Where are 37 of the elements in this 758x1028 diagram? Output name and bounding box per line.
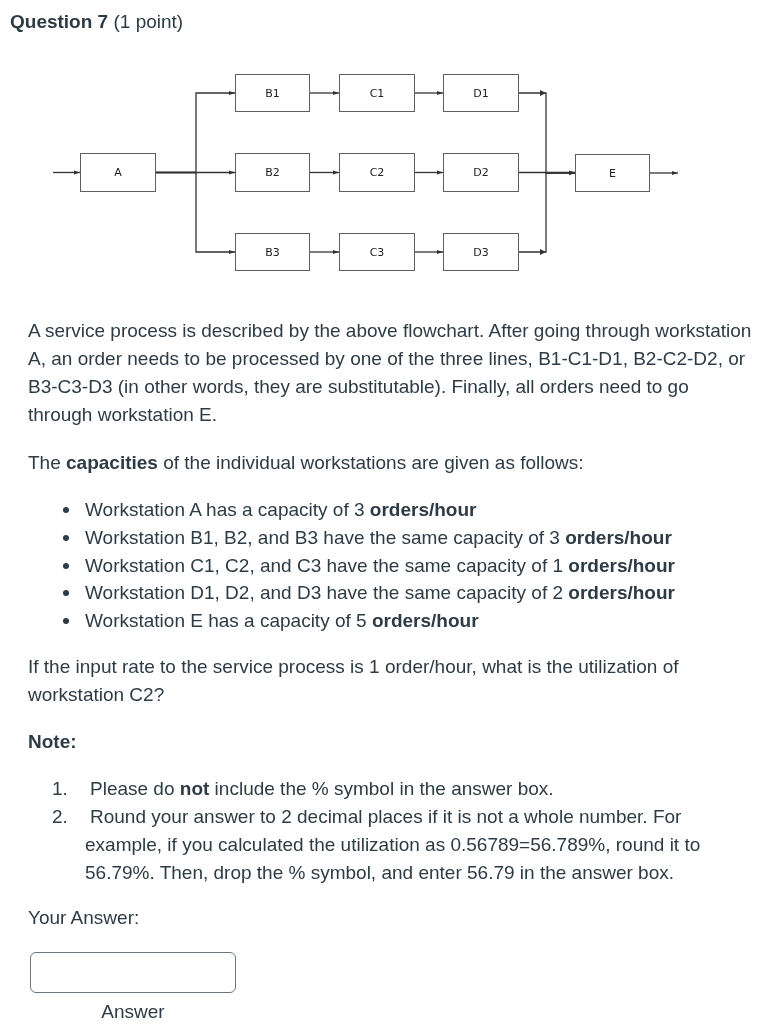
workstation-box: C1: [339, 74, 415, 112]
workstation-box: A: [80, 153, 156, 192]
list-item-text: Workstation D1, D2, and D3 have the same capacity of 2 orders/hour: [85, 581, 675, 605]
workstation-box: C2: [339, 153, 415, 192]
arrow: [414, 170, 444, 175]
arrow: [309, 90, 340, 96]
list-item-text: Please do not include the % symbol in the answer box.: [90, 777, 554, 801]
arrow: [309, 170, 340, 175]
arrow: [155, 171, 236, 255]
workstation-box: B2: [235, 153, 310, 192]
paragraph: The capacities of the individual workstations are given as follows:: [28, 451, 584, 475]
list-item-text: Workstation A has a capacity of 3 orders/hour: [85, 498, 477, 522]
list-item-text: Workstation C1, C2, and C3 have the same capacity of 1 orders/hour: [85, 554, 675, 578]
answer-prompt: Your Answer:: [28, 906, 140, 930]
list-item-text: Round your answer to 2 decimal places if it is not a whole number. For example, if you calculated the utilization as 0.56789=56.789%, round it to 56.79%. Then, drop the % symbol, and enter 56.79 in the answer box.: [85, 805, 702, 885]
workstation-box: D2: [443, 153, 519, 192]
arrow: [649, 170, 679, 176]
list-number: 2.: [52, 805, 68, 829]
arrow: [52, 170, 81, 175]
question-text: If the input rate to the service process is 1 order/hour, what is the utilization of workstation C2?: [28, 655, 680, 707]
workstation-box: D3: [443, 233, 519, 271]
workstation-box: D1: [443, 74, 519, 112]
field-label: Answer: [100, 1000, 166, 1024]
workstation-box: C3: [339, 233, 415, 271]
workstation-box: E: [575, 154, 650, 192]
arrow: [414, 90, 444, 96]
arrow: [309, 249, 340, 255]
paragraph: A service process is described by the above flowchart. After going through workstation A, an order needs to be processed by one of the three lines, B1-C1-D1, B2-C2-D2, or B3-C3-D3 (in other words, they are substitutable). Finally, all orders need to go through workstation E.: [28, 319, 753, 427]
note-heading: Note:: [28, 730, 77, 754]
workstation-box: B1: [235, 74, 310, 112]
list-item-text: Workstation B1, B2, and B3 have the same capacity of 3 orders/hour: [85, 526, 672, 550]
arrow: [518, 170, 576, 255]
arrow: [414, 249, 444, 255]
question-title: Question 7 (1 point): [10, 10, 184, 34]
workstation-box: B3: [235, 233, 310, 271]
list-number: 1.: [52, 777, 68, 801]
list-item-text: Workstation E has a capacity of 5 orders/hour: [85, 609, 479, 633]
